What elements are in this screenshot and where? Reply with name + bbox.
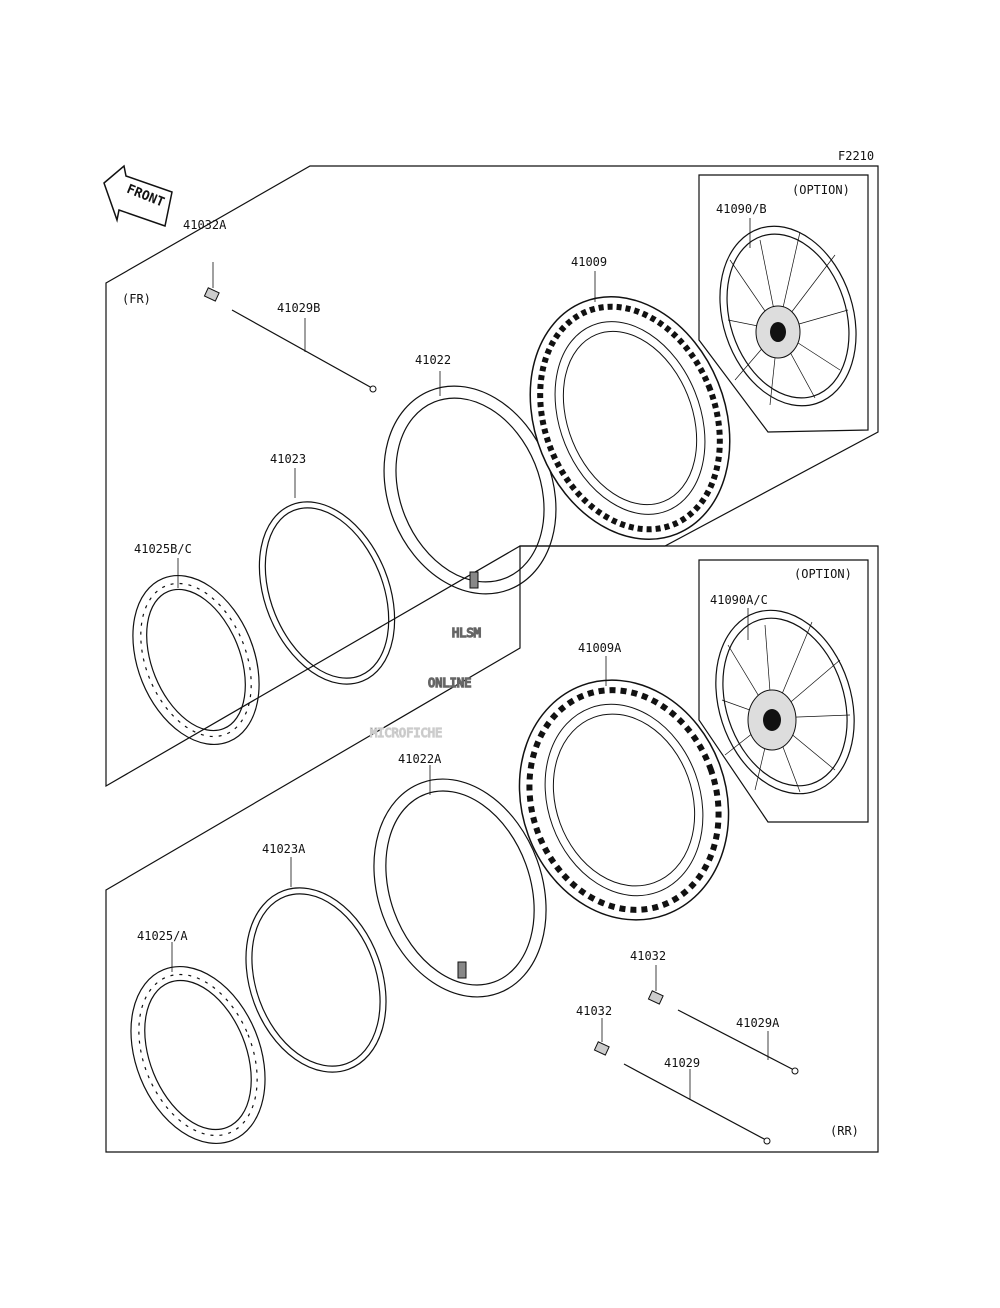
part-label-41023a: 41023A [262,842,306,856]
watermark-line2: ONLINE [428,676,471,690]
part-label-41029b: 41029B [277,301,320,315]
spoke-41029 [623,1063,767,1141]
rear-section-label: (RR) [830,1124,859,1138]
wheel-assy-41090b [719,225,857,407]
tire-41009 [529,296,731,540]
part-label-41009: 41009 [571,255,607,269]
watermark-line1: HLSM [452,626,481,640]
part-label-41029: 41029 [664,1056,700,1070]
part-label-41023: 41023 [270,452,306,466]
tube-41022a [373,778,547,998]
rim-41025a [130,965,266,1145]
part-label-41025a: 41025/A [137,929,188,943]
part-label-41090ac: 41090A/C [710,593,768,607]
part-label-41032-upper: 41032 [630,949,666,963]
nipple-41032a [203,287,220,302]
spoke-41029a [677,1009,795,1071]
nipple-41032-lower [593,1041,610,1056]
part-label-41029a: 41029A [736,1016,780,1030]
option-box-bottom [698,559,869,823]
front-section-frame [105,165,879,788]
part-label-41032a: 41032A [183,218,227,232]
part-label-41032-lower: 41032 [576,1004,612,1018]
part-label-41090b: 41090/B [716,202,767,216]
front-section-label: (FR) [122,292,151,306]
option-box-top [698,174,869,433]
figure-code: F2210 [838,149,874,163]
rim-41025bc [132,574,260,746]
rim-band-41023 [258,501,396,685]
nipple-41032-upper [647,990,664,1005]
rear-section-frame [105,545,879,1153]
part-label-41022: 41022 [415,353,451,367]
watermark: HLSM ONLINE MICROFICHE [369,625,481,740]
option-label-top: (OPTION) [792,183,850,197]
rim-band-41023a [245,887,387,1073]
tire-41009a [518,679,730,921]
part-label-41022a: 41022A [398,752,442,766]
watermark-line3: MICROFICHE [370,726,442,740]
front-arrow-icon: FRONT [103,164,173,227]
part-label-41025bc: 41025B/C [134,542,192,556]
option-label-bottom: (OPTION) [794,567,852,581]
part-label-41009a: 41009A [578,641,622,655]
spoke-41029b [231,309,373,389]
wheel-assy-41090ac [715,609,855,795]
